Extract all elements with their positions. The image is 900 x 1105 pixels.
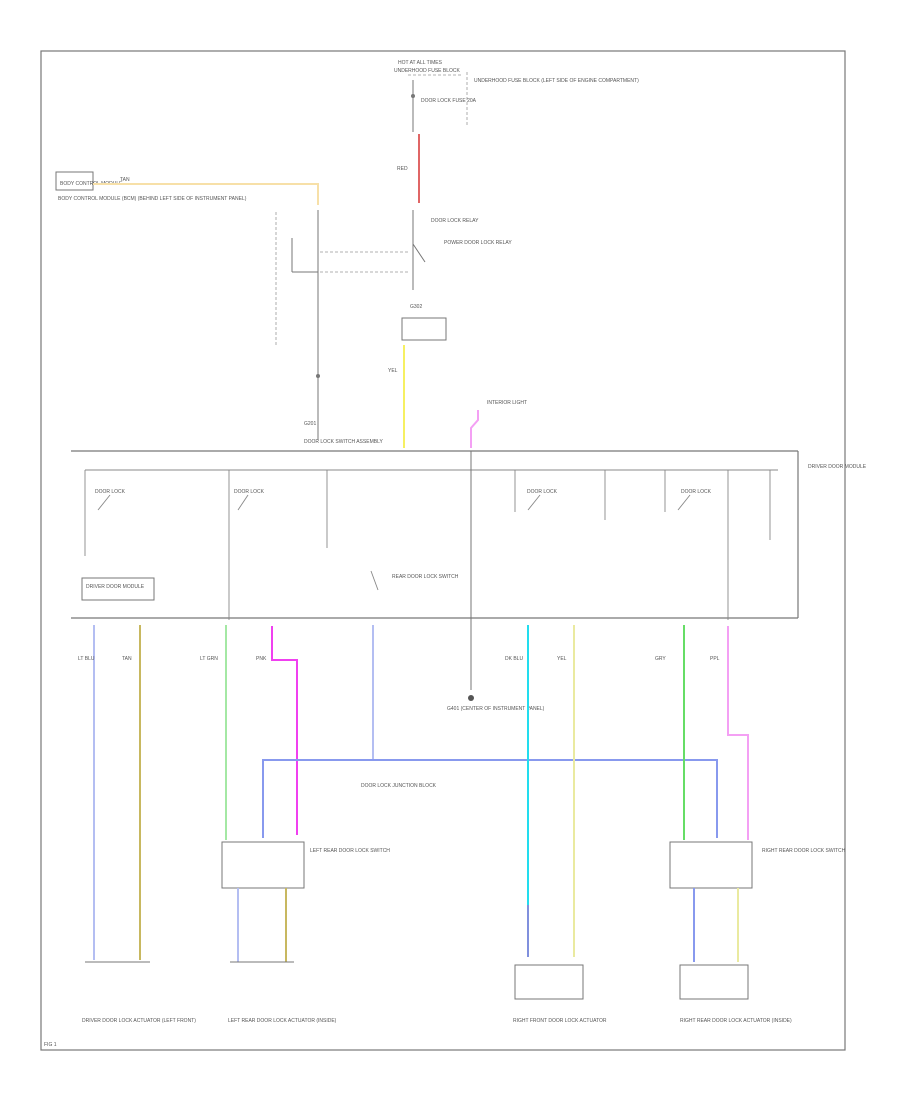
act3-box — [514, 964, 584, 1000]
rear-switch-label: REAR DOOR LOCK SWITCH — [392, 574, 459, 580]
act1-label: DRIVER DOOR LOCK ACTUATOR (LEFT FRONT) — [82, 1018, 196, 1024]
wire-lt-grn-label: LT GRN — [200, 656, 218, 662]
bcm-desc-label: BODY CONTROL MODULE (BCM) (BEHIND LEFT S… — [58, 196, 247, 202]
relay-sub-box — [401, 317, 447, 341]
ground-mid-label: G302 — [410, 304, 422, 310]
relay-box-label: POWER DOOR LOCK RELAY — [444, 240, 512, 246]
rr-switch-label: RIGHT REAR DOOR LOCK SWITCH — [762, 848, 846, 854]
fuse-block-label: HOT AT ALL TIMES — [398, 60, 443, 66]
ground-center-label: G401 (CENTER OF INSTRUMENT PANEL) — [447, 706, 545, 712]
wire-gry-label: GRY — [655, 656, 666, 662]
tan-wire — [93, 183, 319, 205]
driver-module-label: DRIVER DOOR MODULE — [86, 584, 145, 590]
junction-label: DOOR LOCK JUNCTION BLOCK — [361, 783, 437, 789]
wire-dkblu-label: DK BLU — [505, 656, 523, 662]
switch4-label: DOOR LOCK — [681, 489, 712, 495]
fuse-node — [411, 94, 415, 98]
bcm-box — [55, 171, 94, 191]
magenta-wire-left — [271, 626, 298, 835]
diagram-frame — [40, 50, 846, 1051]
module-right-label: DRIVER DOOR MODULE — [808, 464, 867, 470]
act3-label: RIGHT FRONT DOOR LOCK ACTUATOR — [513, 1018, 607, 1024]
act4-box — [679, 964, 749, 1000]
wire-yel-label: YEL — [557, 656, 567, 662]
wire-ppl-label: PPL — [710, 656, 720, 662]
blue-cross-wire — [262, 759, 718, 838]
pink-wire-top — [470, 410, 479, 448]
lr-switch-box — [221, 841, 305, 889]
ground-left-label: G201 — [304, 421, 316, 427]
rear-switch-blade — [370, 570, 379, 591]
switch1-label: DOOR LOCK — [95, 489, 126, 495]
driver-module-box — [81, 577, 155, 601]
act2-label: LEFT REAR DOOR LOCK ACTUATOR (INSIDE) — [228, 1018, 337, 1024]
switch2-blade — [237, 494, 249, 511]
act4-label: RIGHT REAR DOOR LOCK ACTUATOR (INSIDE) — [680, 1018, 792, 1024]
switch2-label: DOOR LOCK — [234, 489, 265, 495]
relay-switch-blade — [412, 243, 426, 263]
fuse-block-ref: UNDERHOOD FUSE BLOCK — [394, 68, 461, 74]
wire-pnk-label: PNK — [256, 656, 267, 662]
bcm-label: BODY CONTROL MODULE — [60, 181, 123, 187]
rr-switch-box — [669, 841, 753, 889]
ground-center-symbol — [468, 695, 474, 701]
pink-wire-right — [727, 626, 749, 840]
switch1-blade — [97, 494, 111, 511]
figure-label: FIG 1 — [44, 1042, 57, 1048]
fuse-label: DOOR LOCK FUSE 20A — [421, 98, 477, 104]
interior-label: INTERIOR LIGHT — [487, 400, 527, 406]
wire-tan-label: TAN — [122, 656, 132, 662]
lr-switch-label: LEFT REAR DOOR LOCK SWITCH — [310, 848, 390, 854]
main-module-desc-label: DOOR LOCK SWITCH ASSEMBLY — [304, 439, 383, 445]
fuse-desc-label: UNDERHOOD FUSE BLOCK (LEFT SIDE OF ENGIN… — [474, 78, 639, 84]
switch4-blade — [677, 494, 691, 511]
wire-lt-blu-label: LT BLU — [78, 656, 95, 662]
red-wire-label: RED — [397, 166, 408, 172]
switch3-label: DOOR LOCK — [527, 489, 558, 495]
left-feed-node — [316, 374, 320, 378]
switch3-blade — [527, 494, 541, 511]
tan-wire-label: TAN — [120, 177, 130, 183]
yellow-wire-label: YEL — [388, 368, 398, 374]
relay-label: DOOR LOCK RELAY — [431, 218, 479, 224]
